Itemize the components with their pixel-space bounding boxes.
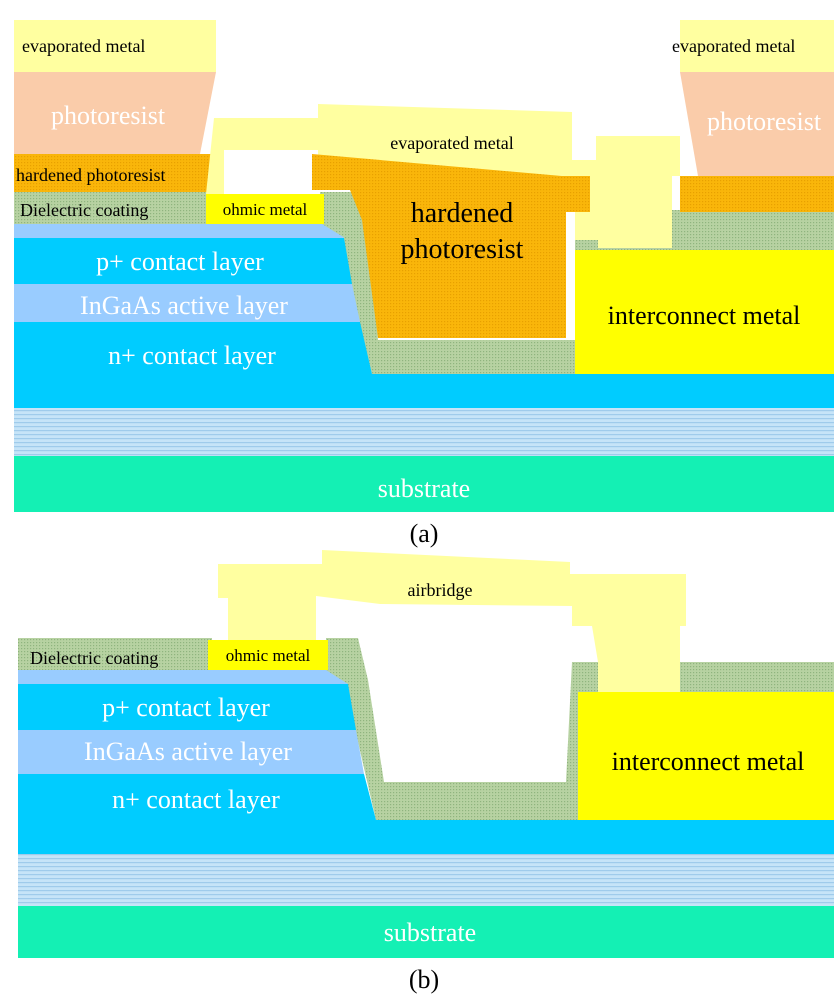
active-layer-b	[18, 730, 364, 774]
hardened-pr-right-a	[680, 176, 834, 212]
hardened-pr-center-a	[312, 154, 590, 338]
ohmic-metal-b-label: ohmic metal	[226, 646, 311, 665]
hardened-pr-center-a-label-2: photoresist	[401, 234, 524, 265]
n-contact-a-label: n+ contact layer	[108, 341, 276, 370]
active-layer-b-label: InGaAs active layer	[84, 737, 292, 766]
dielectric-a-label: Dielectric coating	[20, 200, 148, 220]
buffer-layer-a	[14, 408, 834, 456]
airbridge	[218, 550, 686, 692]
interconnect-metal-b-label: interconnect metal	[612, 747, 805, 776]
dielectric-trench-b	[328, 638, 598, 820]
ohmic-metal-b	[208, 640, 328, 670]
dielectric-right-b	[672, 662, 834, 694]
substrate-b	[18, 906, 834, 958]
buffer-layer-b	[18, 854, 834, 906]
interconnect-metal-a-label: interconnect metal	[608, 301, 801, 330]
hardened-pr-center-a-label-1: hardened	[411, 198, 514, 229]
ohmic-metal-a	[206, 194, 324, 224]
active-layer-a	[14, 284, 360, 322]
caption-a: (a)	[410, 519, 439, 548]
dielectric-left-a	[14, 192, 210, 224]
dielectric-beside-ohmic-b	[326, 638, 358, 684]
photoresist-right-a-label: photoresist	[707, 107, 822, 136]
interconnect-metal-a	[575, 250, 834, 374]
p-contact-cap-a	[14, 224, 344, 238]
photoresist-right-a	[680, 72, 834, 176]
evaporated-metal-left-a-label: evaporated metal	[22, 36, 145, 56]
hardened-pr-left-a-label: hardened photoresist	[16, 165, 165, 185]
p-contact-a-label: p+ contact layer	[96, 247, 264, 276]
dielectric-b-label: Dielectric coating	[30, 648, 158, 668]
p-contact-b	[18, 684, 356, 730]
evaporated-metal-left-a	[14, 20, 216, 72]
evaporated-metal-center-a	[206, 104, 680, 248]
active-layer-a-label: InGaAs active layer	[80, 291, 288, 320]
ohmic-metal-a-label: ohmic metal	[223, 200, 308, 219]
interconnect-metal-b	[578, 692, 834, 820]
substrate-a	[14, 456, 834, 512]
evaporated-metal-right-a-label: evaporated metal	[672, 36, 795, 56]
n-contact-base-b	[18, 820, 834, 854]
p-contact-a	[14, 238, 352, 284]
evaporated-metal-center-a-label: evaporated metal	[390, 133, 513, 153]
caption-b: (b)	[409, 965, 439, 994]
airbridge-label: airbridge	[408, 580, 473, 600]
panel-a: substrate n+ contact layer InGaAs active…	[14, 20, 834, 548]
n-contact-b	[18, 774, 376, 820]
dielectric-left-b	[18, 638, 212, 670]
dielectric-trench-a	[330, 192, 834, 374]
p-contact-cap-b	[18, 670, 348, 684]
n-contact-b-label: n+ contact layer	[112, 785, 280, 814]
substrate-a-label: substrate	[378, 474, 470, 503]
photoresist-left-a	[14, 72, 216, 154]
n-contact-a	[14, 322, 372, 374]
evaporated-metal-right-a	[680, 20, 834, 72]
n-contact-base-a	[14, 374, 834, 408]
p-contact-b-label: p+ contact layer	[102, 693, 270, 722]
panel-b: substrate n+ contact layer InGaAs active…	[18, 550, 834, 994]
hardened-pr-left-a	[14, 154, 220, 192]
dielectric-right-of-ohmic-a	[320, 192, 360, 238]
substrate-b-label: substrate	[384, 918, 476, 947]
photoresist-left-a-label: photoresist	[51, 101, 166, 130]
